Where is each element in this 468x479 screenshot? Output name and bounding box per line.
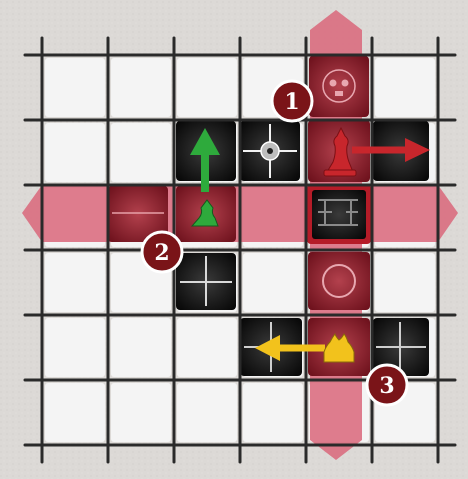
corridor-tile[interactable]	[176, 253, 236, 310]
board-cell[interactable]	[375, 253, 435, 312]
step-marker-1: 1	[272, 81, 312, 121]
marker-number: 2	[154, 240, 169, 266]
board-cell[interactable]	[177, 383, 237, 442]
center-maze-tile[interactable]	[307, 185, 371, 244]
step-marker-2: 2	[142, 232, 182, 272]
round-tile[interactable]	[308, 252, 370, 310]
board-cell[interactable]	[111, 58, 171, 117]
board-cell[interactable]	[45, 383, 105, 442]
board-cell[interactable]	[111, 318, 171, 377]
board-cell[interactable]	[177, 58, 237, 117]
step-marker-3: 3	[367, 365, 407, 405]
board-cell[interactable]	[111, 383, 171, 442]
board-cell[interactable]	[243, 253, 303, 312]
board-cell[interactable]	[45, 318, 105, 377]
board-cell[interactable]	[243, 383, 303, 442]
marker-number: 1	[284, 89, 299, 115]
board-cell[interactable]	[45, 253, 105, 312]
board-cell[interactable]	[45, 123, 105, 182]
skull-tile[interactable]	[309, 56, 369, 117]
marker-number: 3	[379, 373, 394, 399]
eye-tile[interactable]	[240, 121, 300, 181]
board-cell[interactable]	[177, 318, 237, 377]
board-cell[interactable]	[375, 58, 435, 117]
board-cell[interactable]	[45, 58, 105, 117]
board-cell[interactable]	[111, 123, 171, 182]
